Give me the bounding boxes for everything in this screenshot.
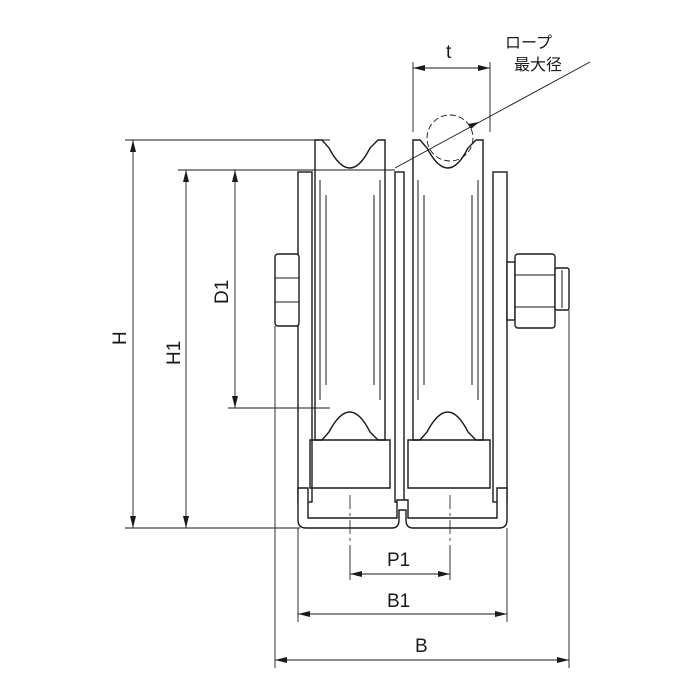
bracket — [297, 171, 508, 529]
label-h1: H1 — [164, 341, 185, 365]
label-b: B — [415, 636, 428, 657]
dimension-b — [274, 310, 570, 668]
axle-bolt — [274, 253, 570, 329]
label-rope-line2: 最大径 — [514, 55, 562, 74]
dimension-h — [125, 139, 330, 529]
label-d1: D1 — [212, 280, 233, 304]
label-p1: P1 — [387, 550, 410, 571]
dimension-t — [412, 62, 491, 132]
label-t: t — [446, 42, 452, 63]
rope-circle — [426, 114, 474, 162]
dimension-d1 — [228, 170, 330, 409]
dimension-b1 — [297, 528, 508, 622]
dimension-h1 — [178, 169, 395, 528]
center-lines — [349, 495, 451, 548]
right-sheave — [407, 139, 491, 489]
label-rope-line1: ロープ — [505, 33, 552, 52]
dimension-p1 — [349, 548, 451, 580]
label-b1: B1 — [387, 591, 410, 612]
left-sheave — [309, 139, 391, 489]
rope-leader — [394, 61, 591, 169]
label-h: H — [110, 331, 131, 345]
